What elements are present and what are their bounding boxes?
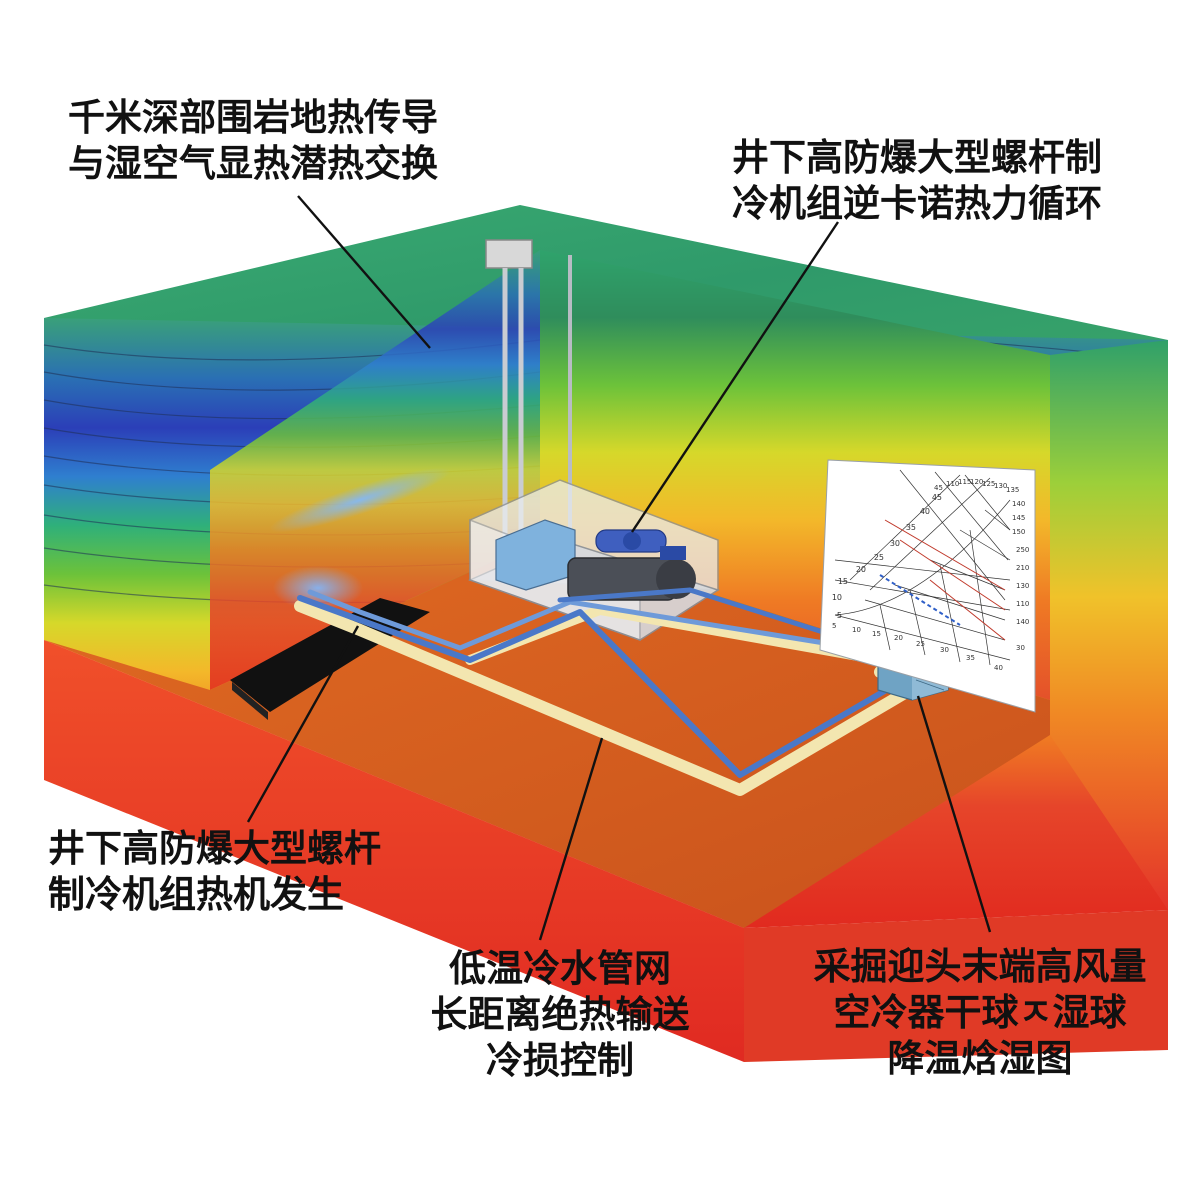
cold-air-plume-2 bbox=[273, 566, 363, 610]
callout-pipe-network: 低温冷水管网 长距离绝热输送 冷损控制 bbox=[400, 946, 720, 1084]
chart-bottom-tick: 30 bbox=[940, 646, 949, 654]
callout-chiller-heat: 井下高防爆大型螺杆 制冷机组热机发生 bbox=[48, 826, 381, 918]
callout-line-cooler bbox=[916, 695, 992, 933]
callout-pipe-network-line: 低温冷水管网 bbox=[449, 947, 671, 990]
chart-right-tick: 210 bbox=[1016, 564, 1029, 572]
callout-air-cooler-line: 空冷器干球ㅈ湿球 bbox=[833, 991, 1127, 1034]
callout-pipe-network-line: 长距离绝热输送 bbox=[430, 993, 690, 1036]
chart-bottom-tick: 35 bbox=[966, 654, 975, 662]
callout-chiller-heat-line: 制冷机组热机发生 bbox=[48, 873, 344, 916]
callout-line-chiller bbox=[631, 221, 839, 533]
shaft-headframe bbox=[485, 239, 533, 269]
chart-left-ticks: 45 40 35 30 25 20 15 10 5 bbox=[832, 493, 942, 620]
callout-chiller-cycle: 井下高防爆大型螺杆制 冷机组逆卡诺热力循环 bbox=[732, 135, 1102, 227]
callout-chiller-cycle-line: 井下高防爆大型螺杆制 bbox=[732, 136, 1102, 179]
chart-left-tick: 15 bbox=[838, 577, 848, 586]
callout-lines bbox=[246, 195, 992, 941]
chart-bottom-tick: 5 bbox=[832, 622, 836, 630]
chart-top-tick: 135 bbox=[1006, 486, 1019, 494]
callout-air-cooler-line: 降温焓湿图 bbox=[887, 1037, 1073, 1080]
chart-right-tick: 140 bbox=[1016, 618, 1029, 626]
pipe-cold-supply bbox=[297, 595, 903, 778]
chart-grid bbox=[834, 469, 1011, 666]
chart-right-tick: 250 bbox=[1016, 546, 1029, 554]
callout-rock-heat: 千米深部围岩地热传导 与湿空气显热潜热交换 bbox=[68, 95, 438, 187]
chart-bottom-tick: 20 bbox=[894, 634, 903, 642]
rock-right-wall bbox=[1050, 340, 1168, 910]
cold-air-plume bbox=[269, 467, 451, 533]
rock-front-face bbox=[44, 640, 744, 1062]
callout-line-rock bbox=[297, 195, 431, 349]
chart-red-lines bbox=[884, 519, 1006, 641]
chart-right-tick: 110 bbox=[1016, 600, 1029, 608]
chart-left-tick: 25 bbox=[874, 553, 884, 562]
chart-board bbox=[819, 459, 1036, 713]
chart-left-tick: 40 bbox=[920, 507, 930, 516]
callout-chiller-cycle-line: 冷机组逆卡诺热力循环 bbox=[732, 182, 1102, 225]
chart-bottom-tick: 10 bbox=[852, 626, 861, 634]
chart-left-tick: 30 bbox=[890, 539, 900, 548]
chart-bottom-tick: 25 bbox=[916, 640, 925, 648]
callout-pipe-network-line: 冷损控制 bbox=[486, 1039, 634, 1082]
chart-top-tick: 140 bbox=[1012, 500, 1025, 508]
chart-top-tick: 45 bbox=[934, 484, 943, 492]
chart-left-tick: 45 bbox=[932, 493, 942, 502]
psychrometric-chart bbox=[819, 459, 1036, 713]
chart-process-line bbox=[879, 574, 961, 626]
chart-top-tick: 125 bbox=[982, 480, 995, 488]
callout-line-heat bbox=[246, 625, 360, 823]
chart-left-tick: 20 bbox=[856, 565, 866, 574]
tunnel-beam bbox=[232, 682, 268, 720]
callout-chiller-heat-line: 井下高防爆大型螺杆 bbox=[48, 827, 381, 870]
chart-left-tick: 5 bbox=[837, 611, 842, 620]
chart-left-tick: 10 bbox=[832, 593, 842, 602]
chart-bottom-ticks: 5 10 15 20 25 30 35 40 bbox=[832, 622, 1003, 672]
rock-right-face bbox=[744, 910, 1168, 1062]
chart-top-tick: 115 bbox=[958, 478, 971, 486]
chart-right-tick: 30 bbox=[1016, 644, 1025, 652]
callout-air-cooler-line: 采掘迎头末端高风量 bbox=[813, 945, 1147, 988]
chart-top-tick: 150 bbox=[1012, 528, 1025, 536]
chart-top-tick: 120 bbox=[970, 478, 983, 486]
chart-top-tick: 130 bbox=[994, 482, 1007, 490]
callout-line-pipe bbox=[538, 737, 604, 941]
chart-top-ticks: 45 110 115 120 125 130 135 140 145 150 bbox=[934, 478, 1025, 536]
chart-bottom-tick: 40 bbox=[994, 664, 1003, 672]
callout-air-cooler: 采掘迎头末端高风量 空冷器干球ㅈ湿球 降温焓湿图 bbox=[800, 944, 1160, 1082]
chart-top-tick: 145 bbox=[1012, 514, 1025, 522]
pipe-cold-return bbox=[307, 589, 883, 655]
chart-left-tick: 35 bbox=[906, 523, 916, 532]
pipe-to-chiller bbox=[557, 587, 883, 653]
callout-rock-heat-line: 与湿空气显热潜热交换 bbox=[68, 142, 438, 185]
chart-right-tick: 130 bbox=[1016, 582, 1029, 590]
chart-top-tick: 110 bbox=[946, 480, 959, 488]
chart-bottom-tick: 15 bbox=[872, 630, 881, 638]
callout-rock-heat-line: 千米深部围岩地热传导 bbox=[68, 96, 438, 139]
chart-right-ticks: 250 210 130 110 140 30 bbox=[1016, 546, 1029, 652]
